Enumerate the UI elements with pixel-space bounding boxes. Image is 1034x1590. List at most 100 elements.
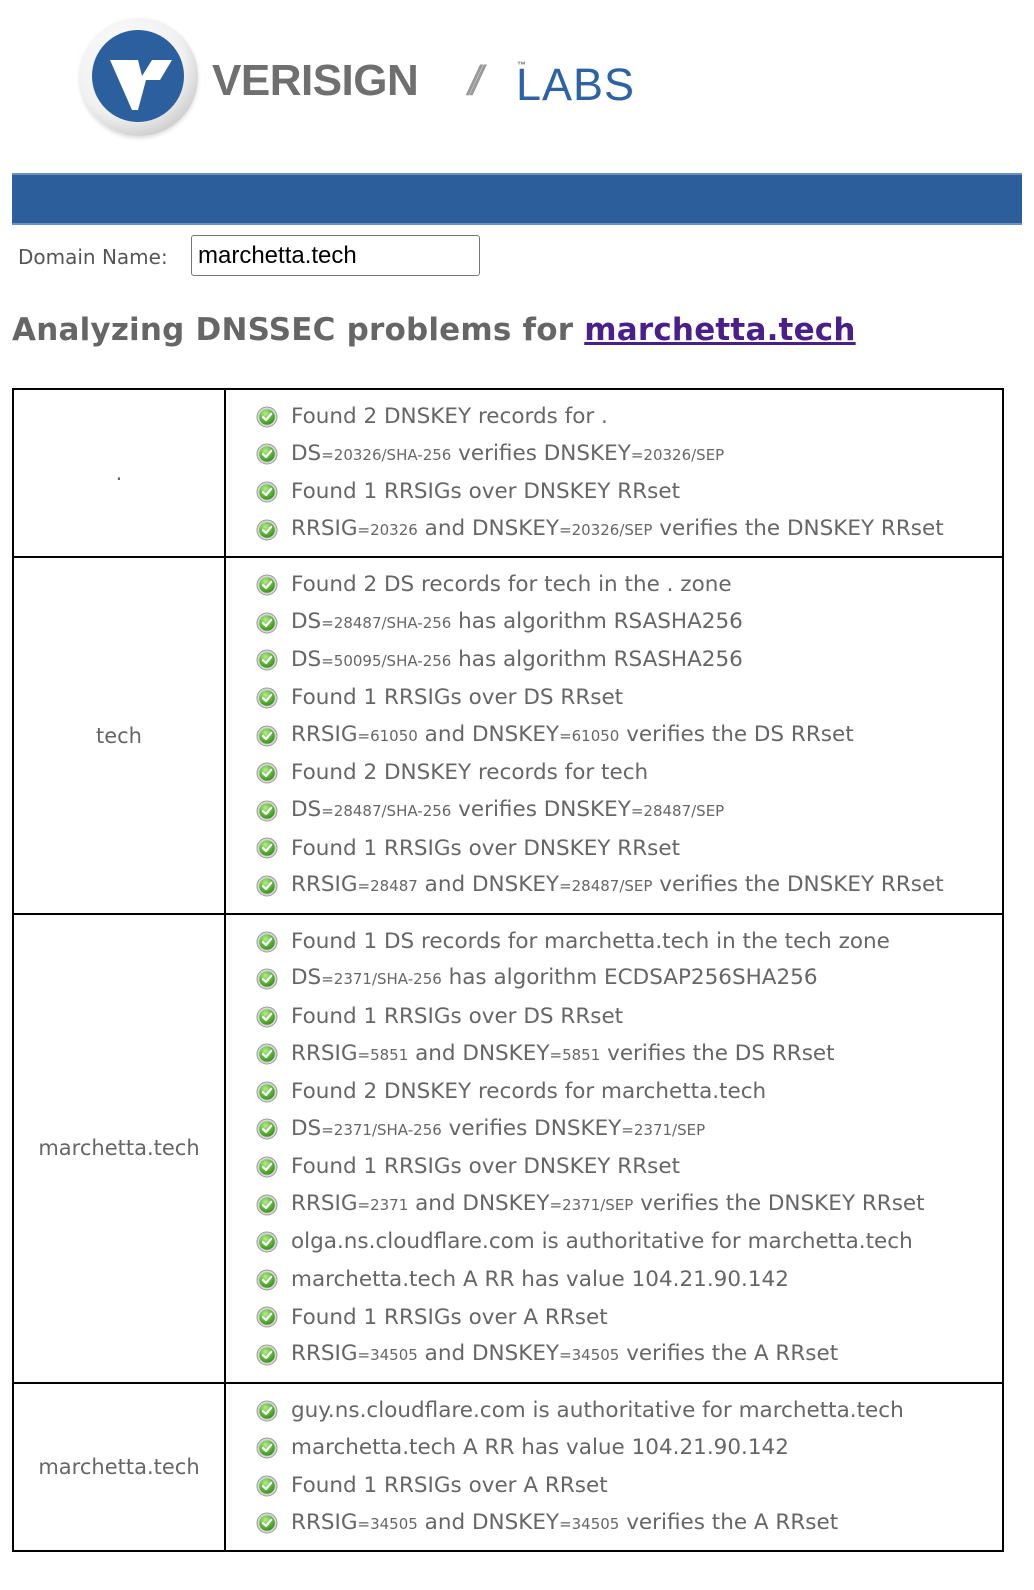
check-text-part: verifies the DNSKEY RRset bbox=[652, 872, 944, 898]
record-detail: =20326/SEP bbox=[630, 445, 725, 464]
check-list: Found 2 DNSKEY records for . DS=20326/SH… bbox=[256, 398, 1002, 548]
green-check-circle-icon bbox=[256, 1475, 278, 1497]
check-item: RRSIG=2371 and DNSKEY=2371/SEP verifies … bbox=[256, 1186, 1002, 1224]
check-text: Found 2 DS records for tech in the . zon… bbox=[291, 566, 732, 604]
green-check-circle-icon bbox=[256, 406, 278, 428]
check-text-part: verifies DNSKEY bbox=[451, 440, 631, 466]
checks-cell: guy.ns.cloudflare.com is authoritative f… bbox=[224, 1381, 1004, 1553]
check-item: RRSIG=61050 and DNSKEY=61050 verifies th… bbox=[256, 717, 1002, 755]
check-item: guy.ns.cloudflare.com is authoritative f… bbox=[256, 1392, 1002, 1430]
check-text: DS=2371/SHA-256 verifies DNSKEY=2371/SEP bbox=[291, 1110, 705, 1150]
check-text-part: DS bbox=[291, 965, 322, 991]
check-list: Found 1 DS records for marchetta.tech in… bbox=[256, 923, 1002, 1374]
check-text-part: marchetta.tech A RR has value 104.21.90.… bbox=[291, 1267, 789, 1293]
check-text: RRSIG=34505 and DNSKEY=34505 verifies th… bbox=[291, 1335, 838, 1375]
green-check-circle-icon bbox=[256, 1194, 278, 1216]
record-detail: =20326 bbox=[357, 520, 418, 539]
verisign-check-logo-icon bbox=[80, 18, 198, 136]
check-item: Found 2 DS records for tech in the . zon… bbox=[256, 566, 1002, 604]
check-text-part: verifies the DS RRset bbox=[600, 1040, 835, 1066]
check-item: DS=28487/SHA-256 has algorithm RSASHA256 bbox=[256, 604, 1002, 642]
record-detail: =34505 bbox=[559, 1346, 620, 1365]
result-row: marchetta.tech guy.ns.cloudflare.com is … bbox=[12, 1381, 1004, 1553]
check-text: Found 2 DNSKEY records for . bbox=[291, 398, 608, 436]
check-item: DS=50095/SHA-256 has algorithm RSASHA256 bbox=[256, 642, 1002, 680]
check-text: DS=20326/SHA-256 verifies DNSKEY=20326/S… bbox=[291, 435, 724, 475]
check-item: Found 1 RRSIGs over DNSKEY RRset bbox=[256, 473, 1002, 511]
check-text: Found 1 RRSIGs over DS RRset bbox=[291, 679, 623, 717]
check-text-part: and DNSKEY bbox=[408, 1040, 550, 1066]
analyzed-domain-link[interactable]: marchetta.tech bbox=[584, 312, 856, 348]
check-item: DS=28487/SHA-256 verifies DNSKEY=28487/S… bbox=[256, 792, 1002, 830]
green-check-circle-icon bbox=[256, 800, 278, 822]
check-text-part: RRSIG bbox=[291, 1040, 358, 1066]
check-text-part: olga.ns.cloudflare.com is authoritative … bbox=[291, 1229, 913, 1255]
check-text-part: Found 2 DNSKEY records for marchetta.tec… bbox=[291, 1079, 767, 1105]
domain-name-label: Domain Name: bbox=[18, 245, 168, 269]
green-check-circle-icon bbox=[256, 519, 278, 541]
record-detail: =28487/SEP bbox=[559, 877, 653, 896]
check-text: RRSIG=5851 and DNSKEY=5851 verifies the … bbox=[291, 1035, 835, 1075]
check-item: RRSIG=20326 and DNSKEY=20326/SEP verifie… bbox=[256, 511, 1002, 549]
check-item: Found 1 RRSIGs over DS RRset bbox=[256, 998, 1002, 1036]
record-detail: =28487/SHA-256 bbox=[321, 801, 452, 820]
check-text: RRSIG=20326 and DNSKEY=20326/SEP verifie… bbox=[291, 510, 944, 550]
record-detail: =20326/SHA-256 bbox=[321, 445, 452, 464]
check-text-part: has algorithm RSASHA256 bbox=[451, 646, 743, 672]
check-text: guy.ns.cloudflare.com is authoritative f… bbox=[291, 1392, 904, 1430]
green-check-circle-icon bbox=[256, 931, 278, 953]
check-text-part: verifies DNSKEY bbox=[451, 796, 631, 822]
check-text: Found 1 RRSIGs over A RRset bbox=[291, 1467, 608, 1505]
check-text: RRSIG=61050 and DNSKEY=61050 verifies th… bbox=[291, 716, 854, 756]
check-text: marchetta.tech A RR has value 104.21.90.… bbox=[291, 1261, 789, 1299]
zone-name-cell: . bbox=[12, 387, 226, 559]
record-detail: =28487 bbox=[357, 877, 418, 896]
zone-name-cell: marchetta.tech bbox=[12, 1381, 226, 1553]
green-check-circle-icon bbox=[256, 1118, 278, 1140]
green-check-circle-icon bbox=[256, 1269, 278, 1291]
check-item: RRSIG=5851 and DNSKEY=5851 verifies the … bbox=[256, 1036, 1002, 1074]
check-text-part: Found 2 DNSKEY records for tech bbox=[291, 760, 649, 786]
green-check-circle-icon bbox=[256, 1156, 278, 1178]
green-check-circle-icon bbox=[256, 1512, 278, 1534]
check-text: Found 1 DS records for marchetta.tech in… bbox=[291, 923, 890, 961]
record-detail: =61050 bbox=[559, 726, 620, 745]
check-text-part: DS bbox=[291, 1115, 322, 1141]
check-text: DS=50095/SHA-256 has algorithm RSASHA256 bbox=[291, 641, 743, 681]
check-text-part: has algorithm RSASHA256 bbox=[451, 608, 743, 634]
green-check-circle-icon bbox=[256, 837, 278, 859]
record-detail: =2371/SHA-256 bbox=[321, 1120, 442, 1139]
check-text-part: verifies the DS RRset bbox=[619, 721, 854, 747]
record-detail: =28487/SEP bbox=[630, 801, 725, 820]
check-text-part: Found 1 RRSIGs over DNSKEY RRset bbox=[291, 479, 681, 505]
verisign-labs-logo[interactable]: VERISIGN ™ // LABS bbox=[76, 16, 676, 140]
check-text: RRSIG=2371 and DNSKEY=2371/SEP verifies … bbox=[291, 1185, 925, 1225]
page-title: Analyzing DNSSEC problems for marchetta.… bbox=[12, 312, 856, 348]
check-text-part: has algorithm ECDSAP256SHA256 bbox=[441, 965, 818, 991]
check-item: DS=2371/SHA-256 verifies DNSKEY=2371/SEP bbox=[256, 1111, 1002, 1149]
check-text-part: guy.ns.cloudflare.com is authoritative f… bbox=[291, 1397, 904, 1423]
zone-name-cell: tech bbox=[12, 556, 226, 915]
record-detail: =34505 bbox=[357, 1514, 418, 1533]
record-detail: =20326/SEP bbox=[559, 520, 653, 539]
check-text: Found 1 RRSIGs over DNSKEY RRset bbox=[291, 830, 680, 868]
green-check-circle-icon bbox=[256, 762, 278, 784]
check-text-part: RRSIG bbox=[291, 721, 358, 747]
check-item: marchetta.tech A RR has value 104.21.90.… bbox=[256, 1429, 1002, 1467]
record-detail: =5851 bbox=[357, 1045, 409, 1064]
green-check-circle-icon bbox=[256, 1306, 278, 1328]
check-item: Found 1 RRSIGs over A RRset bbox=[256, 1467, 1002, 1505]
green-check-circle-icon bbox=[256, 1231, 278, 1253]
check-text: DS=2371/SHA-256 has algorithm ECDSAP256S… bbox=[291, 959, 818, 999]
check-list: guy.ns.cloudflare.com is authoritative f… bbox=[256, 1392, 1002, 1542]
check-text: Found 1 RRSIGs over DNSKEY RRset bbox=[291, 473, 680, 511]
check-item: Found 1 RRSIGs over DNSKEY RRset bbox=[256, 1148, 1002, 1186]
check-text: Found 1 RRSIGs over A RRset bbox=[291, 1299, 608, 1337]
logo-brand-text: VERISIGN bbox=[212, 56, 419, 105]
record-detail: =2371/SEP bbox=[549, 1195, 634, 1214]
check-text: Found 2 DNSKEY records for marchetta.tec… bbox=[291, 1073, 766, 1111]
check-text-part: and DNSKEY bbox=[408, 1190, 550, 1216]
domain-name-input[interactable] bbox=[191, 235, 480, 276]
check-item: olga.ns.cloudflare.com is authoritative … bbox=[256, 1223, 1002, 1261]
check-item: Found 1 RRSIGs over A RRset bbox=[256, 1299, 1002, 1337]
